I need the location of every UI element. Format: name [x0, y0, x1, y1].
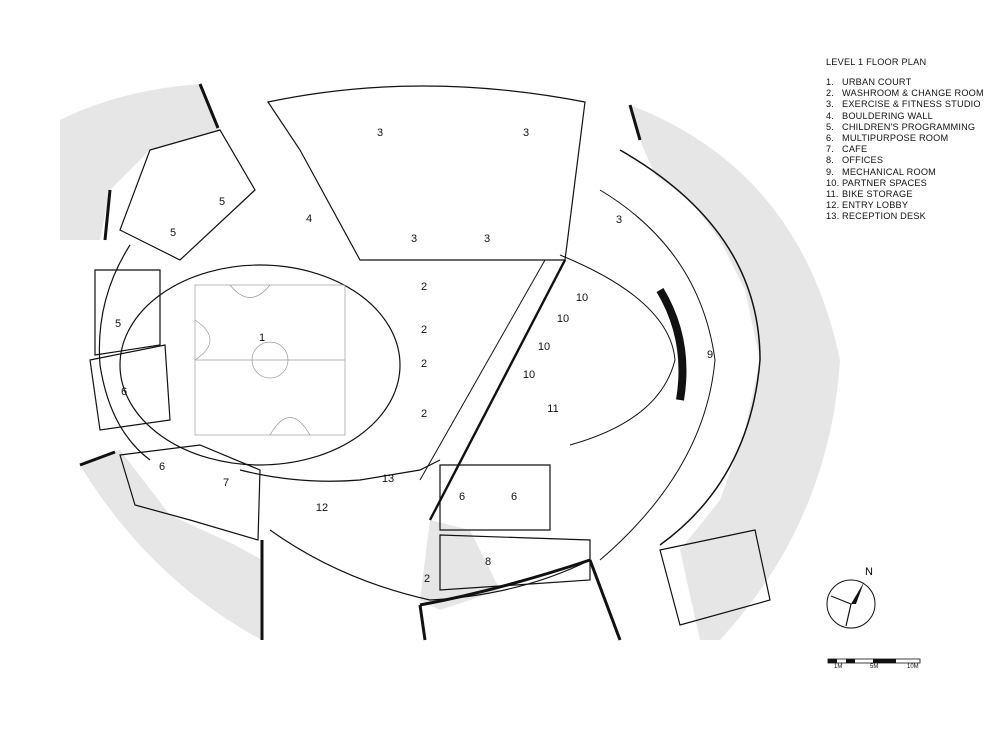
label-children-2: 5: [170, 227, 176, 239]
legend-item-label: CHILDREN'S PROGRAMMING: [842, 121, 976, 132]
north-arrow-icon: [826, 579, 876, 629]
label-washroom-4: 2: [421, 408, 427, 420]
room-labels: 1 2 2 2 2 2 3 3 3 3 3 4 5 5 5 6 6 6 6 7 …: [115, 127, 713, 585]
label-multipurpose-1: 6: [121, 386, 127, 398]
label-partner-1: 10: [576, 292, 588, 304]
label-washroom-2: 2: [421, 324, 427, 336]
legend-item-label: MECHANICAL ROOM: [842, 166, 937, 177]
label-washroom-3: 2: [421, 358, 427, 370]
label-multipurpose-3: 6: [459, 491, 465, 503]
label-mechanical: 9: [707, 349, 713, 361]
label-partner-4: 10: [523, 369, 535, 381]
legend-item-number: 3.: [826, 99, 835, 110]
label-fitness-4: 3: [484, 233, 490, 245]
legend-item-label: RECEPTION DESK: [842, 211, 926, 222]
legend-item: 9. MECHANICAL ROOM: [826, 167, 984, 178]
building-walls: [89, 85, 771, 626]
legend-item-label: MULTIPURPOSE ROOM: [842, 133, 949, 144]
legend-item-number: 4.: [826, 110, 835, 121]
label-fitness-5: 3: [616, 214, 622, 226]
legend-item-label: PARTNER SPACES: [842, 177, 927, 188]
label-washroom-1: 2: [421, 281, 427, 293]
legend-item: 7. CAFE: [826, 144, 984, 155]
label-children-3: 5: [115, 318, 121, 330]
label-urban-court: 1: [259, 332, 265, 344]
court-lines: [194, 284, 346, 436]
legend-item-number: 10.: [826, 177, 840, 188]
label-partner-2: 10: [557, 313, 569, 325]
label-children-1: 5: [219, 196, 225, 208]
legend-item-label: BOULDERING WALL: [842, 110, 933, 121]
label-offices: 8: [485, 556, 491, 568]
legend-list: 1. URBAN COURT 2. WASHROOM & CHANGE ROOM 3. E…: [826, 77, 984, 223]
legend-item: 6. MULTIPURPOSE ROOM: [826, 133, 984, 144]
legend-item-label: WASHROOM & CHANGE ROOM: [842, 88, 984, 99]
label-washroom-5: 2: [424, 573, 430, 585]
label-bouldering: 4: [306, 213, 312, 225]
legend-item-number: 7.: [826, 144, 835, 155]
label-fitness-1: 3: [377, 127, 383, 139]
legend-item: 11.BIKE STORAGE: [826, 189, 984, 200]
heavy-walls: [79, 83, 687, 641]
legend-item-number: 5.: [826, 121, 835, 132]
legend-item-label: EXERCISE & FITNESS STUDIO: [842, 99, 981, 110]
legend-item: 12.ENTRY LOBBY: [826, 200, 984, 211]
legend-item-number: 2.: [826, 88, 835, 99]
legend-item: 10.PARTNER SPACES: [826, 178, 984, 189]
legend-item-number: 12.: [826, 200, 840, 211]
legend-item: 5. CHILDREN'S PROGRAMMING: [826, 122, 984, 133]
legend-item-label: URBAN COURT: [842, 77, 912, 87]
landscape-left: [60, 84, 262, 640]
legend-item: 1. URBAN COURT: [826, 77, 984, 88]
legend-item-number: 13.: [826, 211, 840, 222]
legend-title: LEVEL 1 FLOOR PLAN: [826, 57, 927, 67]
label-bike-storage: 11: [547, 403, 558, 415]
label-entry-lobby: 12: [316, 502, 328, 514]
legend-item: 2. WASHROOM & CHANGE ROOM: [826, 88, 984, 99]
legend-item-number: 11.: [826, 189, 839, 200]
legend: LEVEL 1 FLOOR PLAN 1. URBAN COURT 2. WASHRO…: [826, 57, 984, 223]
legend-item: 4. BOULDERING WALL: [826, 111, 984, 122]
label-fitness-3: 3: [411, 233, 417, 245]
scale-label-10m: 10M: [907, 664, 919, 670]
legend-item-label: ENTRY LOBBY: [842, 200, 909, 211]
legend-item-number: 6.: [826, 133, 835, 144]
label-cafe: 7: [223, 477, 229, 489]
label-reception: 13: [382, 473, 394, 485]
scale-label-5m: 5M: [870, 664, 879, 670]
north-label: N: [865, 566, 873, 578]
label-fitness-2: 3: [523, 127, 529, 139]
landscape-right: [420, 105, 840, 640]
legend-item-number: 1.: [826, 77, 835, 87]
legend-item: 13.RECEPTION DESK: [826, 211, 984, 222]
label-multipurpose-4: 6: [511, 491, 517, 503]
label-multipurpose-2: 6: [159, 461, 165, 473]
legend-item-label: CAFE: [842, 144, 868, 155]
scale-bar: [827, 658, 921, 664]
label-partner-3: 10: [538, 341, 550, 353]
legend-item-label: OFFICES: [842, 155, 884, 166]
legend-item: 8. OFFICES: [826, 155, 984, 166]
legend-item-number: 8.: [826, 155, 835, 166]
scale-label-1m: 1M: [834, 664, 843, 670]
legend-item: 3. EXERCISE & FITNESS STUDIO: [826, 99, 984, 110]
legend-item-number: 9.: [826, 166, 835, 177]
legend-item-label: BIKE STORAGE: [842, 189, 913, 200]
